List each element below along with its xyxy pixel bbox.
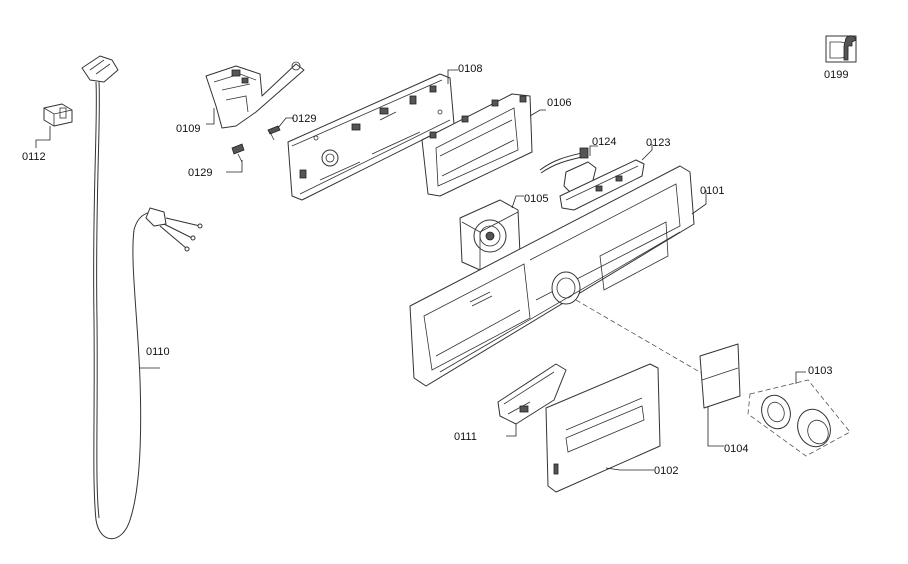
part-0123-light-guide	[559, 144, 653, 211]
part-0104-window-foil	[699, 343, 741, 447]
part-0110-power-cord	[81, 55, 203, 540]
label-0123: 0123	[646, 137, 670, 149]
part-0111-dispenser-insert	[497, 363, 567, 437]
part-0103-knob-group	[747, 371, 851, 457]
label-0104: 0104	[724, 443, 748, 455]
label-0112: 0112	[22, 151, 46, 163]
part-0106-display-frame	[421, 93, 546, 197]
service-manual-wrench-icon[interactable]	[825, 35, 857, 63]
label-0101: 0101	[700, 185, 724, 197]
label-0111: 0111	[454, 431, 477, 443]
label-0110: 0110	[146, 346, 170, 358]
part-0129-screw-lower	[226, 143, 245, 173]
label-0129-lower: 0129	[188, 167, 212, 179]
label-0102: 0102	[654, 465, 678, 477]
label-0109: 0109	[176, 123, 200, 135]
part-0129-screw-upper	[267, 117, 294, 141]
part-0112-cable-clip	[35, 103, 73, 148]
part-0102-drawer-front	[545, 363, 661, 493]
label-0129-upper: 0129	[292, 113, 316, 125]
part-0109-bracket	[205, 61, 305, 129]
label-0108: 0108	[458, 63, 482, 75]
label-0199: 0199	[824, 69, 848, 81]
label-0106: 0106	[547, 97, 571, 109]
label-0124: 0124	[592, 136, 616, 148]
part-0101-control-panel	[409, 165, 711, 387]
label-0105: 0105	[524, 193, 548, 205]
part-0108-control-module	[287, 69, 458, 201]
label-0103: 0103	[808, 365, 832, 377]
